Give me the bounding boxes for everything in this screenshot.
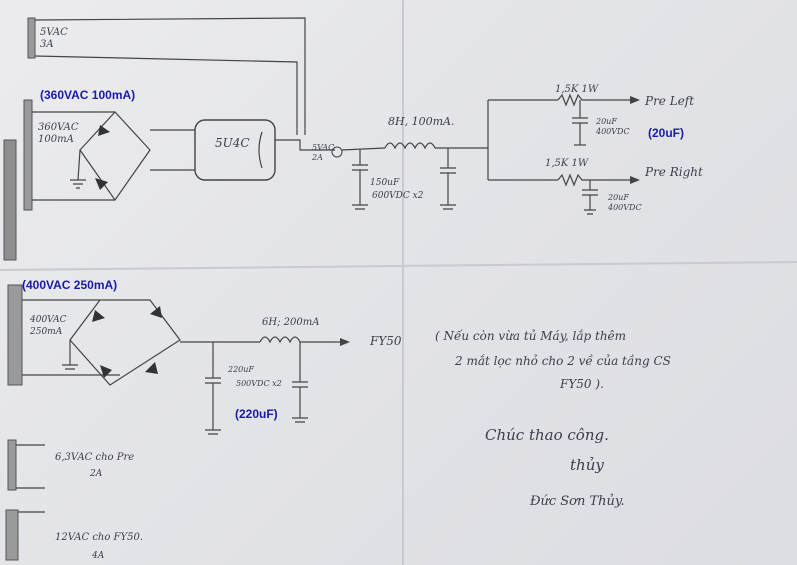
arrow-fy50 xyxy=(340,338,350,346)
wire-6v3 xyxy=(16,444,45,489)
annotation-360vac: (360VAC 100mA) xyxy=(40,88,135,102)
filter-cap-4 xyxy=(292,342,308,418)
label-cap4-value: 220uF xyxy=(227,365,254,374)
wire-tube-out xyxy=(275,139,335,151)
label-cap1-rating: 600VDC x2 xyxy=(372,191,424,201)
transformer-winding-6v3 xyxy=(7,439,17,491)
annotation-20uf: (20uF) xyxy=(648,126,684,140)
diode-6 xyxy=(145,362,158,374)
ground-symbol-1 xyxy=(70,179,86,189)
diode-2 xyxy=(95,178,108,190)
ground-symbol-2 xyxy=(352,204,368,210)
tube-5u4c xyxy=(194,119,276,181)
resistor-right xyxy=(557,173,632,187)
ground-symbol-6 xyxy=(62,340,78,370)
label-cap2-value: 20uF xyxy=(595,117,617,126)
annotation-220uf: (220uF) xyxy=(235,407,278,421)
transformer-winding-5v xyxy=(27,17,36,59)
diode-4 xyxy=(150,306,162,318)
transformer-winding-360v xyxy=(23,99,33,211)
ground-symbol-3 xyxy=(440,204,456,210)
wire-bplus-1 xyxy=(341,147,386,151)
label-heater-a: 2A xyxy=(311,153,323,162)
arrow-pre-right xyxy=(630,176,640,184)
choke-8h xyxy=(384,142,436,150)
wire-5v-bottom xyxy=(34,55,298,135)
filter-cap-3 xyxy=(205,342,221,430)
transformer-winding-12v xyxy=(5,509,19,561)
label-cap3-rating: 400VDC xyxy=(607,203,642,212)
sign-greeting: Chúc thao công. xyxy=(485,426,609,444)
label-pre-left: Pre Left xyxy=(644,94,694,108)
diode-5 xyxy=(100,365,112,378)
diode-3 xyxy=(92,310,105,322)
choke-6h xyxy=(259,336,301,344)
label-cap1-value: 150uF xyxy=(370,178,400,188)
label-heater-v: 5VAC xyxy=(312,143,334,152)
label-res-right: 1,5K 1W xyxy=(545,158,589,169)
label-5u4c: 5U4C xyxy=(215,136,250,150)
cap-pre-right xyxy=(582,180,598,210)
ground-symbol-7 xyxy=(205,429,221,435)
label-100ma: 100mA xyxy=(38,134,74,145)
label-400vac: 400VAC xyxy=(29,315,67,325)
transformer-core-top xyxy=(3,139,17,261)
label-12vac: 12VAC cho FY50. xyxy=(55,532,143,543)
sign-fullname: Đức Sơn Thủy. xyxy=(529,494,625,509)
label-pre-right: Pre Right xyxy=(644,165,703,179)
label-cap2-rating: 400VDC xyxy=(595,127,630,136)
label-6v3-amp: 2A xyxy=(89,469,103,479)
label-12vac-amp: 4A xyxy=(91,551,105,561)
ground-symbol-8 xyxy=(292,417,308,423)
tube-plate xyxy=(258,131,263,169)
label-5vac-amp: 3A xyxy=(40,39,54,50)
wire-5v-top xyxy=(34,17,306,135)
ground-symbol-5 xyxy=(584,209,596,215)
resistor-left xyxy=(557,93,632,107)
cap-pre-left xyxy=(572,100,588,145)
label-fy50: FY50 xyxy=(369,334,402,348)
label-cap4-rating: 500VDC x2 xyxy=(236,379,282,388)
label-res-left: 1,5K 1W xyxy=(555,84,599,95)
bridge-rectifier-top xyxy=(79,111,151,202)
bridge-rectifier-bottom xyxy=(69,299,181,386)
label-choke-6h: 6H; 200mA xyxy=(262,317,319,328)
label-choke-8h: 8H, 100mA. xyxy=(388,115,454,128)
fold-horizontal xyxy=(0,261,797,271)
transformer-winding-400v xyxy=(7,284,23,386)
arrow-pre-left xyxy=(630,96,640,104)
label-6v3: 6,3VAC cho Pre xyxy=(55,452,134,463)
note-line-2: 2 mắt lọc nhỏ cho 2 về của tầng CS xyxy=(454,353,671,368)
ground-lead-1 xyxy=(77,149,81,181)
label-cap3-value: 20uF xyxy=(607,193,629,202)
filter-cap-1 xyxy=(352,150,368,205)
sign-name: thủy xyxy=(570,456,604,474)
label-250ma: 250mA xyxy=(29,327,63,337)
heater-junction xyxy=(331,146,343,158)
label-360vac: 360VAC xyxy=(38,122,79,133)
label-5vac: 5VAC xyxy=(40,27,68,38)
filter-cap-2 xyxy=(440,148,456,205)
note-line-1: ( Nếu còn vừa tủ Máy, lắp thêm xyxy=(435,328,626,343)
note-line-3: FY50 ). xyxy=(559,377,604,391)
annotation-400vac: (400VAC 250mA) xyxy=(22,278,117,292)
diode-1 xyxy=(98,125,110,136)
